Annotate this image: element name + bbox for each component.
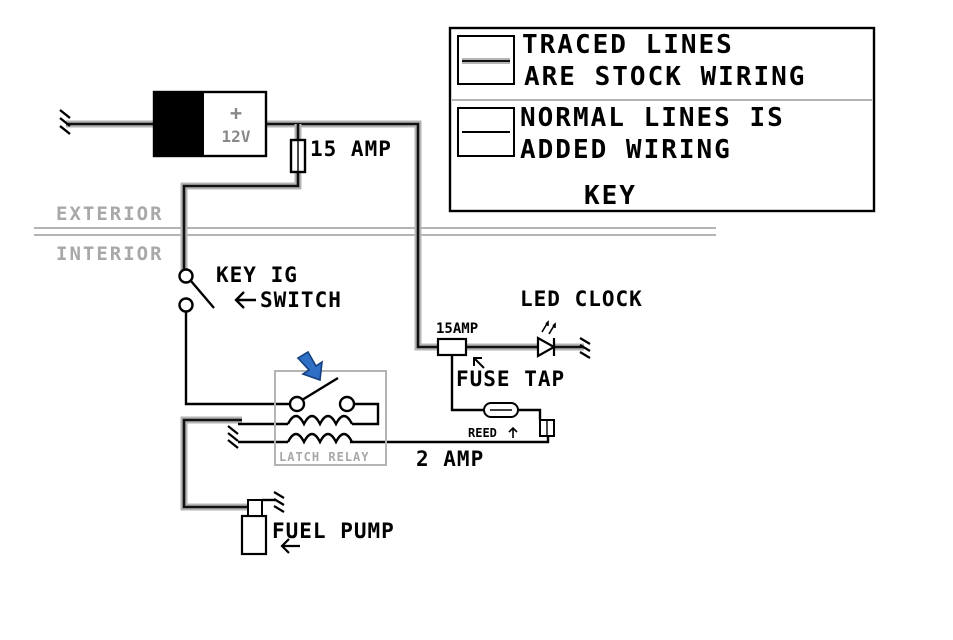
battery-plus-label: +	[230, 101, 242, 125]
key-switch-label-2: SWITCH	[260, 288, 342, 312]
legend-key-title: KEY	[584, 181, 637, 211]
battery-voltage-label: 12V	[222, 127, 251, 146]
led-clock-label: LED CLOCK	[520, 287, 643, 311]
reed-label: REED	[468, 426, 497, 440]
arrow-up-icon	[508, 426, 518, 438]
relay-coil-lower	[286, 432, 354, 445]
fuse-tap-fuse-label: 15AMP	[436, 321, 478, 337]
fuel-pump-ground-icon	[273, 491, 285, 513]
relay-coil-upper	[286, 414, 354, 427]
arrow-left-icon	[280, 538, 300, 554]
clock-ground-icon	[579, 337, 591, 359]
arrow-up-left-icon	[473, 357, 485, 369]
reed-switch: REED	[468, 402, 555, 440]
zone-interior-label: INTERIOR	[56, 243, 164, 265]
fuel-pump-label: FUEL PUMP	[272, 519, 395, 543]
battery: + 12V	[152, 90, 268, 158]
fuse-tap: 15AMP FUSE TAP	[436, 321, 565, 391]
legend: TRACED LINES ARE STOCK WIRING NORMAL LIN…	[448, 26, 876, 213]
fuse-tap-label: FUSE TAP	[456, 367, 565, 391]
key-switch: KEY IG SWITCH	[178, 263, 342, 313]
relay-fuse-label: 2 AMP	[416, 447, 484, 471]
key-switch-label-1: KEY IG	[216, 263, 298, 287]
legend-normal-swatch	[457, 107, 515, 157]
pointer-arrow-icon	[296, 350, 323, 382]
legend-traced-line1: TRACED LINES	[522, 30, 734, 60]
legend-traced-line2: ARE STOCK WIRING	[524, 62, 806, 92]
zone-exterior-label: EXTERIOR	[56, 203, 164, 225]
led-icon	[536, 336, 557, 358]
zone-divider: EXTERIOR INTERIOR	[34, 203, 716, 265]
main-fuse-label: 15 AMP	[310, 137, 392, 161]
fuel-pump: FUEL PUMP	[240, 491, 395, 556]
stock-wiring	[66, 120, 584, 511]
latch-relay-label: LATCH RELAY	[279, 450, 369, 464]
led-clock: LED CLOCK	[520, 287, 643, 359]
relay-ground-icon	[227, 425, 239, 449]
main-fuse: 15 AMP	[289, 137, 392, 174]
legend-normal-line2: ADDED WIRING	[520, 135, 732, 165]
latch-relay: LATCH RELAY	[227, 370, 387, 466]
legend-normal-line1: NORMAL LINES IS	[520, 103, 785, 133]
ground-icon	[59, 109, 71, 135]
legend-traced-swatch	[457, 35, 515, 85]
arrow-left-icon	[234, 291, 256, 309]
